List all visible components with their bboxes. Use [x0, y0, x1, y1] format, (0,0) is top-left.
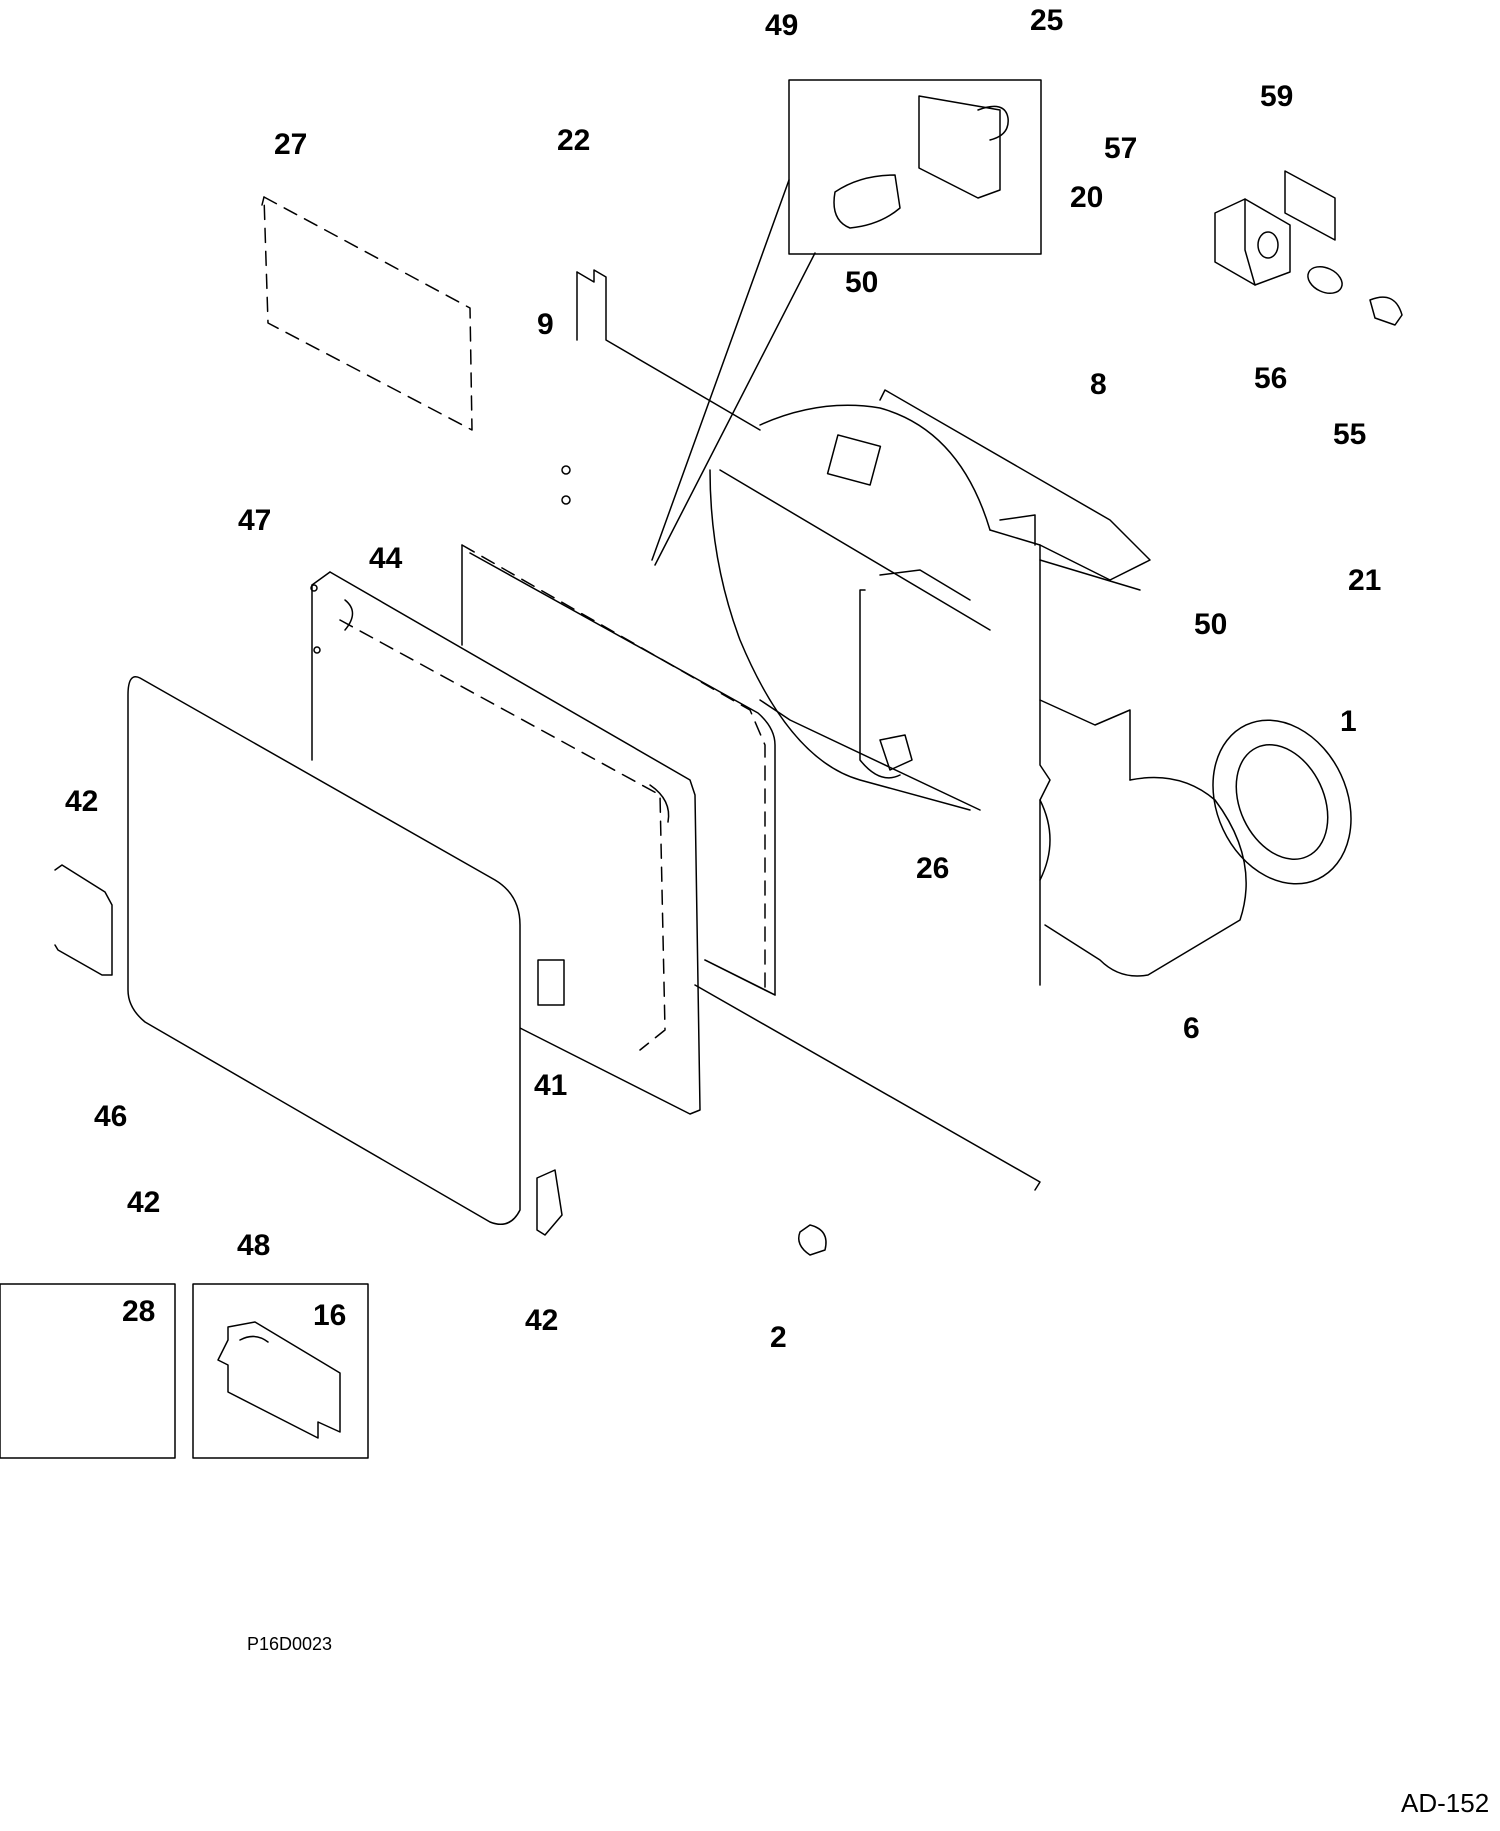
- callout-6: 6: [1183, 1012, 1200, 1045]
- callout-56: 56: [1254, 362, 1287, 395]
- part-44-gasket: [461, 544, 776, 996]
- callout-8: 8: [1090, 368, 1107, 401]
- callout-50: 50: [845, 266, 878, 299]
- callout-44: 44: [369, 542, 403, 575]
- callout-20: 20: [1070, 181, 1103, 214]
- page-id: AD-152: [1401, 1788, 1489, 1818]
- part-6-blower-housing: [1044, 719, 1352, 977]
- callout-2: 2: [770, 1321, 787, 1354]
- part-41-door-frame: [310, 571, 701, 1115]
- part-59-box: [1214, 170, 1403, 326]
- callout-42c: 42: [525, 1304, 558, 1337]
- callout-50b: 50: [1194, 608, 1227, 641]
- callout-42b: 42: [127, 1186, 160, 1219]
- inset-detail-16: [192, 1283, 369, 1459]
- part-26-cabinet: [709, 389, 1151, 986]
- figure-id: P16D0023: [247, 1634, 332, 1654]
- callout-47: 47: [238, 504, 271, 537]
- callout-55: 55: [1333, 418, 1366, 451]
- inset-detail-28: [0, 1283, 176, 1459]
- callout-46: 46: [94, 1100, 127, 1133]
- callout-25: 25: [1030, 4, 1063, 37]
- callout-27: 27: [274, 128, 307, 161]
- callout-9: 9: [537, 308, 554, 341]
- callout-labels: 49 25 59 27 22 57 20 50 9 8 56 55 47 44 …: [65, 4, 1381, 1354]
- callout-59: 59: [1260, 80, 1293, 113]
- part-9-bracket: [561, 269, 761, 505]
- part-27-panel: [261, 196, 473, 431]
- callout-21: 21: [1348, 564, 1381, 597]
- callout-48: 48: [237, 1229, 270, 1262]
- callout-28: 28: [122, 1295, 155, 1328]
- callout-42a: 42: [65, 785, 98, 818]
- callout-41: 41: [534, 1069, 567, 1102]
- callout-1: 1: [1340, 705, 1357, 738]
- callout-49: 49: [765, 9, 798, 42]
- callout-16: 16: [313, 1299, 346, 1332]
- part-42-door-panel: [54, 676, 1041, 1256]
- callout-22: 22: [557, 124, 590, 157]
- callout-57: 57: [1104, 132, 1137, 165]
- inset-detail-49: [651, 79, 1042, 566]
- callout-26: 26: [916, 852, 949, 885]
